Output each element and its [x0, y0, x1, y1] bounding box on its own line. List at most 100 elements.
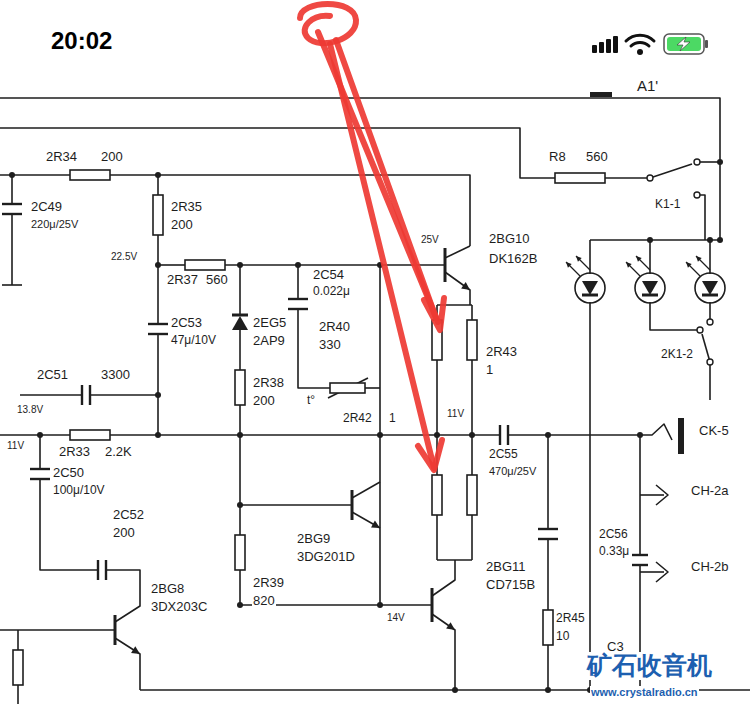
component-label: 2.2K — [104, 445, 133, 459]
junction-dot — [377, 432, 383, 438]
wire — [39, 435, 41, 469]
wire — [0, 434, 70, 436]
component-label: 11V — [6, 440, 25, 451]
component-label: 2R38 — [252, 376, 285, 390]
junction-dot — [237, 502, 243, 508]
wire — [709, 302, 711, 319]
wire — [590, 239, 720, 241]
component-label: R8 — [548, 150, 567, 164]
junction-dot — [295, 262, 301, 268]
component-label: 2C50 — [52, 466, 85, 480]
component-label: 2C53 — [170, 316, 203, 330]
led-outline — [635, 273, 665, 303]
watermark-url: www.crystalradio.cn — [590, 686, 699, 698]
junction-dot — [469, 432, 475, 438]
resistor-symbol — [153, 195, 163, 235]
battery-level — [667, 37, 701, 51]
junction-dot — [155, 432, 161, 438]
component-label: 1 — [388, 412, 397, 425]
capacitor-plate — [97, 560, 99, 580]
wire — [106, 570, 140, 622]
junction-dot — [155, 392, 161, 398]
wire — [547, 435, 549, 529]
light-ray — [576, 256, 590, 270]
schematic — [0, 92, 750, 704]
junction-dot — [647, 237, 653, 243]
wire — [640, 424, 672, 440]
capacitor-plate — [89, 385, 91, 405]
battery-nub — [705, 40, 708, 48]
component-label: 2BG8 — [150, 582, 185, 596]
wire — [115, 638, 140, 690]
wire — [445, 246, 470, 258]
component-label: 330 — [318, 338, 342, 352]
component-label: CH-2a — [690, 484, 730, 498]
capacitor-plate — [148, 333, 168, 335]
component-label: CH-2b — [690, 560, 730, 574]
component-label: 3DG201D — [296, 550, 356, 564]
light-ray — [626, 262, 640, 276]
wifi-arc — [631, 42, 649, 46]
wire — [640, 571, 664, 573]
wire — [471, 515, 473, 560]
wire — [157, 265, 159, 324]
wire — [352, 512, 380, 528]
capacitor-plate — [30, 478, 50, 480]
junction-dot — [237, 602, 243, 608]
component-label: 25V — [420, 234, 440, 245]
wire — [471, 360, 473, 435]
wire — [11, 214, 13, 285]
wire — [445, 272, 470, 305]
component-label: 0.33μ — [598, 545, 630, 558]
component-label: 2C54 — [312, 268, 345, 282]
component-label: 47μ/10V — [170, 334, 217, 347]
light-ray — [686, 262, 700, 276]
red-arrow — [424, 298, 444, 330]
junction-dot — [452, 687, 458, 693]
status-bar — [592, 34, 708, 55]
wire — [239, 405, 241, 535]
wire — [589, 302, 591, 690]
light-ray — [696, 256, 710, 270]
junction-dot — [545, 432, 551, 438]
capacitor-plate — [632, 564, 648, 566]
junction-dot — [237, 432, 243, 438]
component-label: 14V — [386, 612, 406, 623]
component-label: 2R43 — [485, 345, 518, 359]
wire — [640, 494, 664, 496]
junction-dot — [155, 262, 161, 268]
junction-dot — [545, 687, 551, 693]
wire — [656, 562, 668, 582]
component-label: 1 — [485, 363, 494, 377]
component-label: 2BG9 — [296, 532, 331, 546]
jack-sleeve — [678, 418, 684, 454]
component-label: 2C49 — [30, 200, 63, 214]
junction-dot — [707, 237, 713, 243]
charging-bolt — [677, 37, 690, 51]
component-label: 3300 — [100, 368, 131, 382]
component-label: 220μ/25V — [30, 218, 79, 230]
switch-contact — [694, 192, 700, 198]
component-label: 100μ/10V — [52, 484, 106, 497]
wire — [432, 560, 455, 596]
component-label: 2BG10 — [488, 232, 530, 246]
component-label: CK-5 — [698, 424, 730, 438]
capacitor-plate — [2, 213, 22, 215]
hand-annotation — [300, 4, 444, 470]
wire — [471, 435, 473, 475]
capacitor-plate — [148, 323, 168, 325]
switch-contact — [694, 159, 700, 165]
wire — [352, 482, 380, 498]
wire — [90, 394, 158, 396]
junction-dot — [9, 172, 15, 178]
wire — [239, 330, 241, 370]
component-label: 3DX203C — [150, 600, 208, 614]
resistor-symbol — [70, 430, 110, 440]
junction-dot — [377, 602, 383, 608]
junction-dot — [237, 262, 243, 268]
transistor-base — [114, 615, 117, 645]
capacitor-plate — [538, 538, 558, 540]
signal-bar — [613, 36, 618, 53]
wire — [157, 235, 159, 265]
